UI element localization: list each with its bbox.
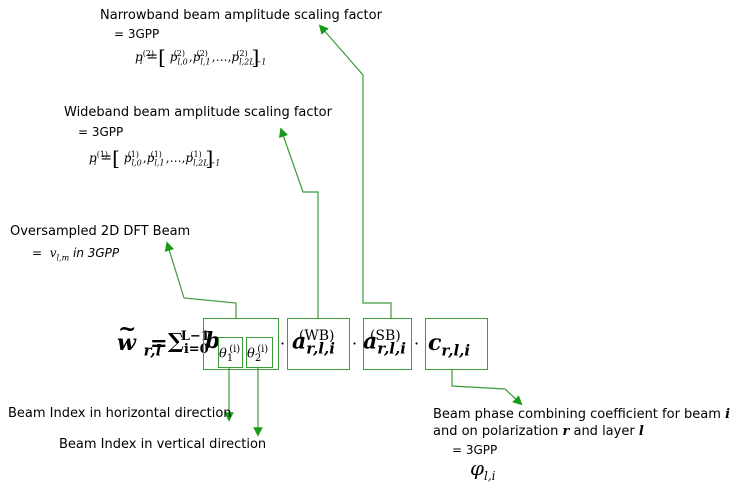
phase-connector [451, 370, 523, 406]
wideband-title: Wideband beam amplitude scaling factor [64, 105, 332, 120]
formula-sum: ∑i=0L−1 [168, 328, 210, 358]
phase-line2: and on polarization r and layer l [433, 424, 644, 439]
narrowband-connector [318, 24, 392, 318]
narrowband-title: Narrowband beam amplitude scaling factor [100, 8, 382, 23]
dot-1: · [280, 334, 286, 353]
beam-index-vertical-label: Beam Index in vertical direction [59, 437, 267, 452]
wideband-eq: = 3GPP [78, 125, 124, 139]
narrowband-eq: = 3GPP [114, 27, 160, 41]
wideband-connector [279, 127, 319, 318]
wb-box [287, 318, 350, 370]
formula-eq: = [150, 330, 168, 355]
oversampled-connector [164, 241, 237, 318]
phase-symbol: φl,i [470, 456, 496, 483]
dot-3: · [414, 334, 420, 353]
oversampled-eq: = vl,m in 3GPP [32, 246, 120, 263]
narrowband-vector: p(2)l =[ pl,0(2) ,pl,1(2) ,…,pl,2L−1(2) … [135, 45, 267, 69]
formula-a-sb: ar,l,i(SB) [363, 328, 406, 358]
sb-box [363, 318, 412, 370]
wideband-vector: p(1)l =[ pl,0(1) ,pl,1(1) ,…,pl,2L−1(1) … [89, 146, 221, 170]
formula-b: b [205, 328, 221, 354]
dot-2: · [352, 334, 358, 353]
theta2: θ2(i) [247, 344, 269, 364]
beam-index-horizontal-label: Beam Index in horizontal direction [8, 406, 232, 421]
theta1: θ1(i) [219, 344, 241, 364]
formula-a-wb: ar,l,i(WB) [292, 328, 335, 358]
formula-lhs: w ~ r,l [117, 316, 162, 360]
beam-box [203, 318, 279, 370]
theta2-box [246, 337, 273, 368]
oversampled-title: Oversampled 2D DFT Beam [10, 224, 191, 239]
c-box [425, 318, 488, 370]
phase-line1: Beam phase combining coefficient for bea… [433, 407, 731, 422]
formula-c: cr,l,i [428, 330, 471, 360]
phase-eq: = 3GPP [452, 443, 498, 457]
theta1-box [218, 337, 243, 368]
